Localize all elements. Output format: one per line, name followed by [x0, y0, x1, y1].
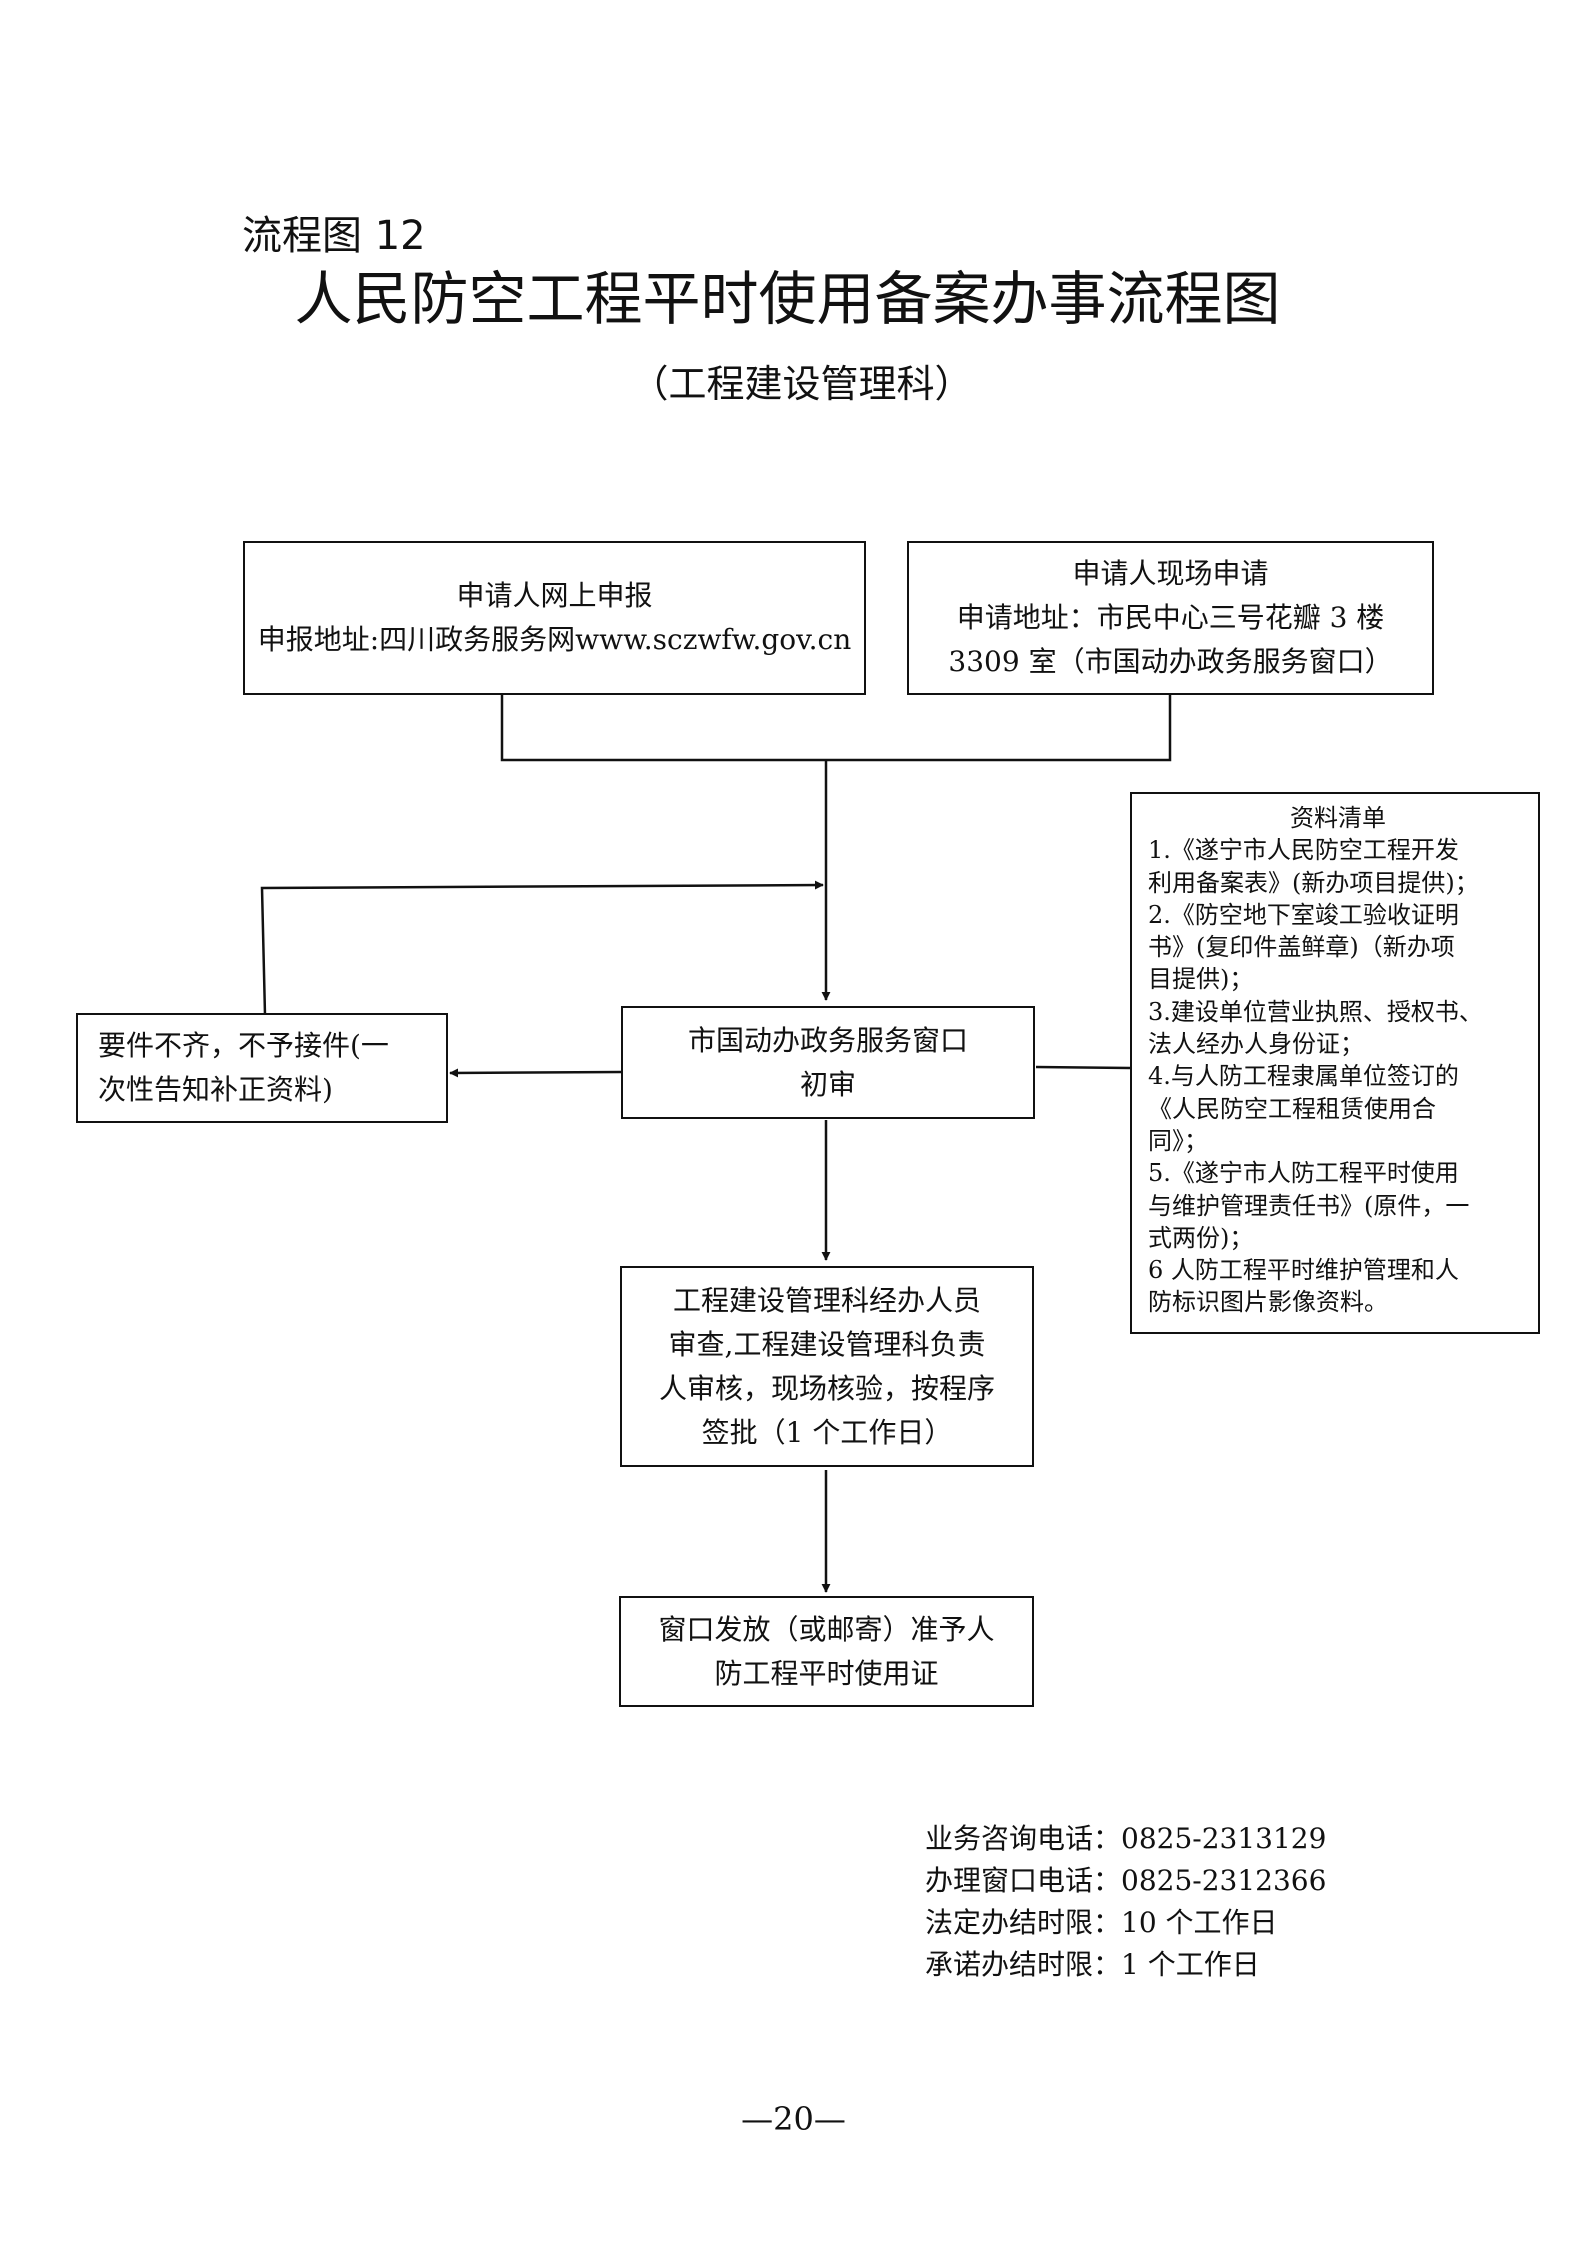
materials-line: 6 人防工程平时维护管理和人	[1148, 1256, 1459, 1285]
node-text: 申请人现场申请	[1072, 557, 1269, 590]
node-text: 申报地址:四川政务服务网www.sczwfw.gov.cn	[257, 623, 852, 656]
node-incomplete-documents: 要件不齐，不予接件(一 次性告知补正资料)	[76, 1013, 448, 1123]
materials-line: 3.建设单位营业执照、授权书、	[1148, 997, 1483, 1026]
page-title: 人民防空工程平时使用备案办事流程图	[294, 265, 1281, 333]
promised-time-limit: 承诺办结时限：1 个工作日	[925, 1948, 1260, 1981]
materials-line: 法人经办人身份证；	[1148, 1030, 1364, 1059]
materials-line: 防标识图片影像资料。	[1148, 1288, 1388, 1317]
node-issue-certificate: 窗口发放（或邮寄）准予人 防工程平时使用证	[619, 1596, 1034, 1707]
node-text: 防工程平时使用证	[714, 1656, 939, 1690]
page-subtitle: （工程建设管理科）	[630, 362, 973, 406]
materials-list-title: 资料清单	[1290, 804, 1386, 832]
materials-line: 1.《遂宁市人民防空工程开发	[1148, 836, 1459, 865]
node-online-application: 申请人网上申报 申报地址:四川政务服务网www.sczwfw.gov.cn	[243, 541, 866, 695]
node-onsite-application: 申请人现场申请 申请地址：市民中心三号花瓣 3 楼 3309 室（市国动办政务服…	[907, 541, 1434, 695]
merge-connector	[500, 695, 1172, 762]
materials-connector	[1035, 1065, 1131, 1070]
node-text: 市国动办政务服务窗口	[687, 1023, 968, 1057]
window-phone: 办理窗口电话：0825-2312366	[925, 1864, 1327, 1897]
flowchart-number: 流程图 12	[242, 213, 426, 259]
materials-line: 书》(复印件盖鲜章)（新办项	[1148, 933, 1455, 962]
materials-line: 5.《遂宁市人防工程平时使用	[1148, 1159, 1459, 1188]
legal-time-limit: 法定办结时限：10 个工作日	[925, 1906, 1278, 1939]
node-initial-review: 市国动办政务服务窗口 初审	[621, 1006, 1035, 1119]
node-text: 要件不齐，不予接件(一	[98, 1029, 389, 1062]
node-text: 初审	[799, 1067, 856, 1101]
contact-info: 业务咨询电话：0825-2313129 办理窗口电话：0825-2312366 …	[925, 1818, 1326, 1986]
node-text: 人审核，现场核验，按程序	[658, 1371, 995, 1405]
resubmit-connector	[260, 880, 824, 1016]
materials-line: 式两份)；	[1148, 1223, 1254, 1252]
materials-line: 2.《防空地下室竣工验收证明	[1148, 900, 1459, 929]
materials-line: 与维护管理责任书》(原件，一	[1148, 1191, 1470, 1220]
page-number: —20—	[741, 2100, 846, 2138]
materials-line: 利用备案表》(新办项目提供)；	[1148, 868, 1479, 897]
materials-line: 《人民防空工程租赁使用合	[1148, 1094, 1436, 1123]
node-text: 申请地址：市民中心三号花瓣 3 楼	[956, 601, 1385, 634]
node-text: 3309 室（市国动办政务服务窗口）	[948, 645, 1393, 678]
materials-line: 4.与人防工程隶属单位签订的	[1148, 1062, 1459, 1091]
node-text: 窗口发放（或邮寄）准予人	[658, 1612, 995, 1646]
materials-line: 目提供)；	[1148, 965, 1254, 994]
node-text: 审查,工程建设管理科负责	[668, 1327, 986, 1361]
materials-line: 同》；	[1148, 1126, 1208, 1155]
node-text: 次性告知补正资料)	[98, 1073, 333, 1106]
node-text: 签批（1 个工作日）	[701, 1415, 953, 1449]
node-text: 申请人网上申报	[456, 579, 653, 612]
materials-list: 资料清单 1.《遂宁市人民防空工程开发 利用备案表》(新办项目提供)； 2.《防…	[1130, 792, 1540, 1334]
node-review-approval: 工程建设管理科经办人员 审查,工程建设管理科负责 人审核，现场核验，按程序 签批…	[620, 1266, 1034, 1467]
node-text: 工程建设管理科经办人员	[672, 1283, 981, 1317]
consult-phone: 业务咨询电话：0825-2313129	[925, 1822, 1327, 1855]
arrow-to-incomplete	[449, 1068, 623, 1078]
